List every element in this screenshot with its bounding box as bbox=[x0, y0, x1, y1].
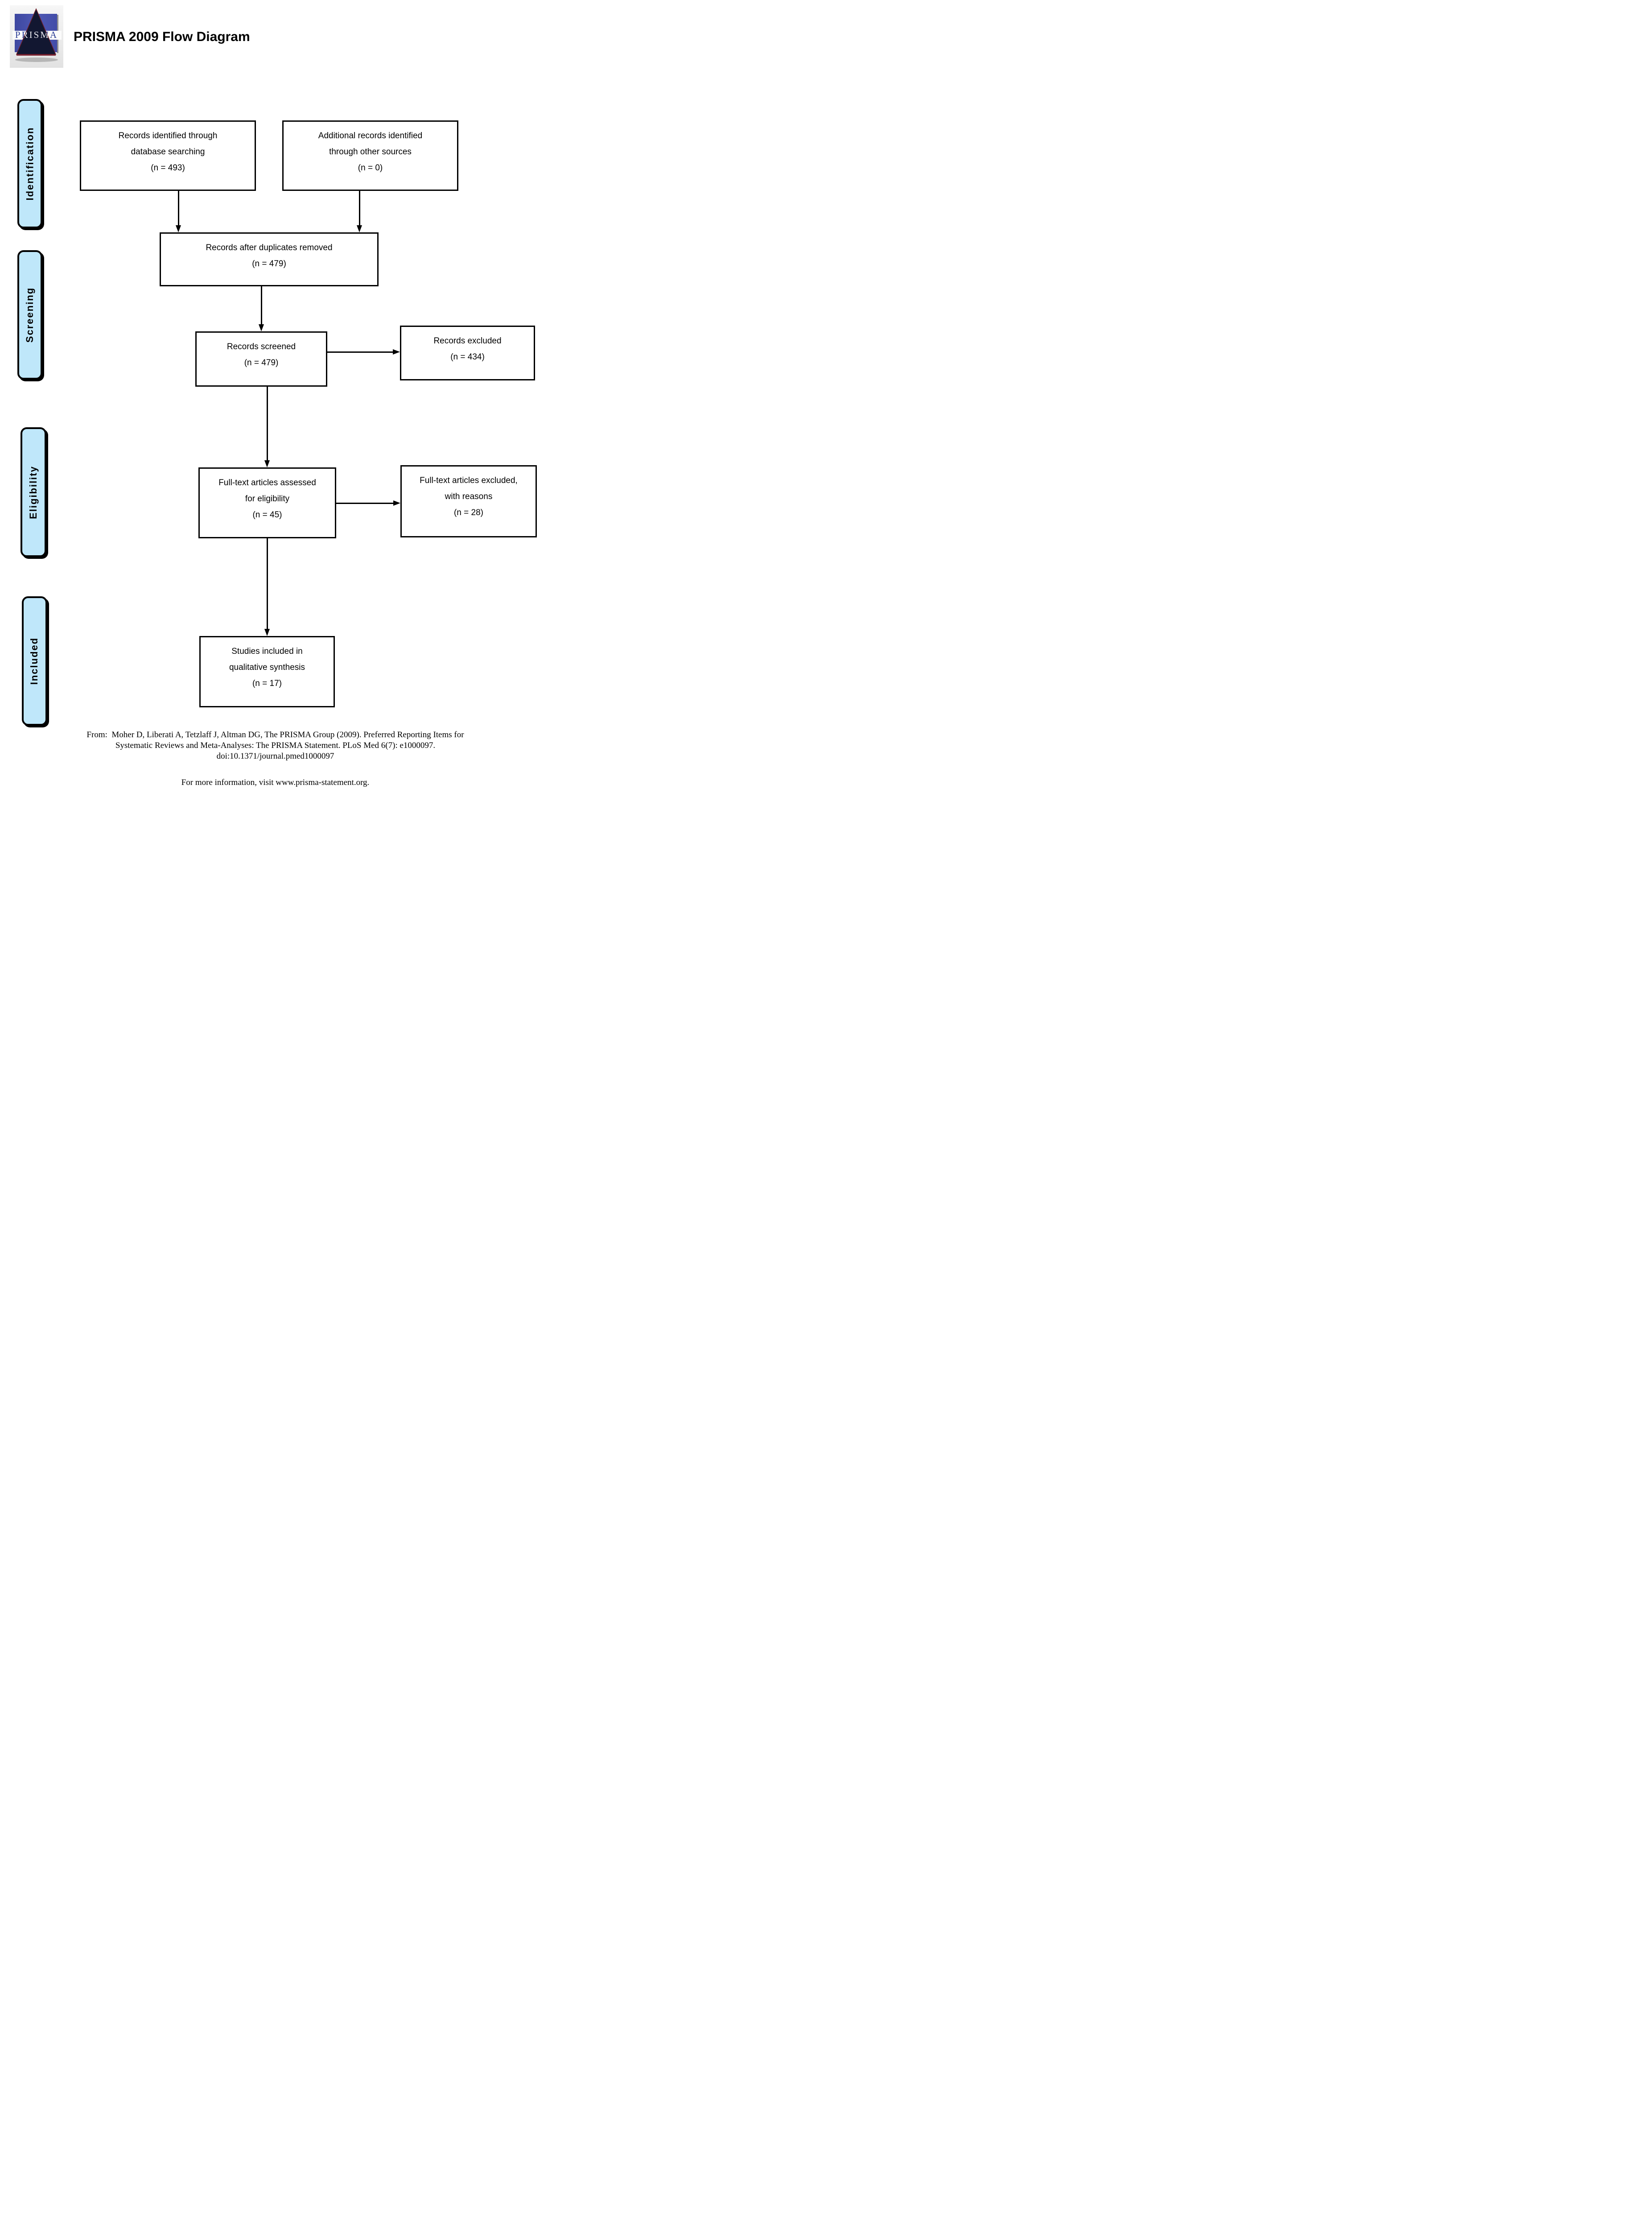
box-text-line: with reasons bbox=[445, 492, 493, 501]
arrow-deduplicated-to-screened bbox=[259, 286, 264, 331]
stage-label-included: Included bbox=[22, 596, 47, 726]
arrow-identified-to-deduplicated bbox=[176, 191, 181, 232]
box-count: (n = 28) bbox=[453, 508, 483, 517]
box-count: (n = 493) bbox=[151, 163, 185, 173]
arrow-line bbox=[359, 191, 360, 226]
box-text-line: Records after duplicates removed bbox=[206, 243, 333, 252]
citation-line: Systematic Reviews and Meta-Analyses: Th… bbox=[115, 741, 436, 750]
box-text-line: Additional records identified bbox=[318, 131, 423, 140]
stage-label-eligibility: Eligibility bbox=[21, 427, 46, 557]
box-count: (n = 45) bbox=[252, 510, 282, 520]
arrow-screened-to-excluded bbox=[327, 349, 400, 355]
box-text-line: Studies included in bbox=[231, 647, 303, 656]
logo-shadow bbox=[15, 58, 58, 62]
box-records-identified: Records identified through database sear… bbox=[80, 120, 256, 191]
more-info-text: For more information, visit www.prisma-s… bbox=[181, 778, 370, 787]
box-count: (n = 434) bbox=[450, 352, 485, 362]
box-text-line: Records identified through bbox=[118, 131, 218, 140]
arrow-line bbox=[327, 351, 393, 353]
box-fulltext-excluded: Full-text articles excluded, with reason… bbox=[400, 465, 537, 537]
box-count: (n = 17) bbox=[252, 679, 282, 688]
box-records-excluded: Records excluded (n = 434) bbox=[400, 326, 535, 380]
arrow-fulltext-to-included bbox=[264, 538, 270, 636]
arrowhead-right-icon bbox=[393, 349, 400, 355]
prisma-flow-diagram-page: PRISMA PRISMA PRISMA 2009 Flow Diagram I… bbox=[0, 0, 551, 799]
box-text-line: Records screened bbox=[227, 342, 296, 351]
box-studies-included: Studies included in qualitative synthesi… bbox=[199, 636, 335, 707]
citation: From: Moher D, Liberati A, Tetzlaff J, A… bbox=[0, 730, 551, 762]
stage-label-text: Eligibility bbox=[28, 465, 39, 519]
box-text-line: for eligibility bbox=[245, 494, 290, 504]
logo-prism-triangle-icon bbox=[16, 8, 57, 55]
box-count: (n = 0) bbox=[358, 163, 383, 173]
stage-label-text: Identification bbox=[24, 127, 36, 201]
arrow-line bbox=[261, 286, 262, 325]
arrow-screened-to-fulltext bbox=[264, 387, 270, 467]
citation-line: doi:10.1371/journal.pmed1000097 bbox=[216, 752, 334, 761]
box-fulltext-assessed: Full-text articles assessed for eligibil… bbox=[198, 467, 336, 538]
prisma-logo-graphic: PRISMA PRISMA bbox=[10, 5, 63, 68]
page-title: PRISMA 2009 Flow Diagram bbox=[74, 29, 250, 44]
stage-label-screening: Screening bbox=[17, 250, 42, 380]
box-count: (n = 479) bbox=[252, 259, 286, 268]
arrowhead-right-icon bbox=[393, 500, 400, 506]
box-text-line: database searching bbox=[131, 147, 205, 157]
arrowhead-down-icon bbox=[176, 225, 181, 232]
box-count: (n = 479) bbox=[244, 358, 279, 368]
arrowhead-down-icon bbox=[357, 225, 362, 232]
prisma-logo: PRISMA PRISMA bbox=[10, 5, 63, 68]
box-text-line: Full-text articles excluded, bbox=[420, 476, 518, 485]
arrow-line bbox=[178, 191, 179, 226]
arrowhead-down-icon bbox=[264, 629, 270, 636]
box-text-line: Records excluded bbox=[433, 336, 502, 346]
arrowhead-down-icon bbox=[264, 460, 270, 467]
arrow-additional-to-deduplicated bbox=[357, 191, 362, 232]
arrowhead-down-icon bbox=[259, 324, 264, 331]
box-text-line: Full-text articles assessed bbox=[218, 478, 316, 487]
stage-label-text: Included bbox=[29, 637, 40, 685]
arrow-line bbox=[336, 503, 394, 504]
arrow-line bbox=[267, 538, 268, 629]
box-records-after-duplicates-removed: Records after duplicates removed (n = 47… bbox=[160, 232, 379, 286]
arrow-line bbox=[267, 387, 268, 461]
box-text-line: through other sources bbox=[329, 147, 412, 157]
stage-label-text: Screening bbox=[24, 287, 35, 343]
box-records-screened: Records screened (n = 479) bbox=[195, 331, 327, 387]
arrow-fulltext-to-fulltext-excluded bbox=[336, 500, 400, 506]
citation-line: From: Moher D, Liberati A, Tetzlaff J, A… bbox=[87, 730, 464, 739]
box-additional-records: Additional records identified through ot… bbox=[282, 120, 458, 191]
stage-label-identification: Identification bbox=[17, 99, 42, 228]
box-text-line: qualitative synthesis bbox=[229, 663, 305, 672]
